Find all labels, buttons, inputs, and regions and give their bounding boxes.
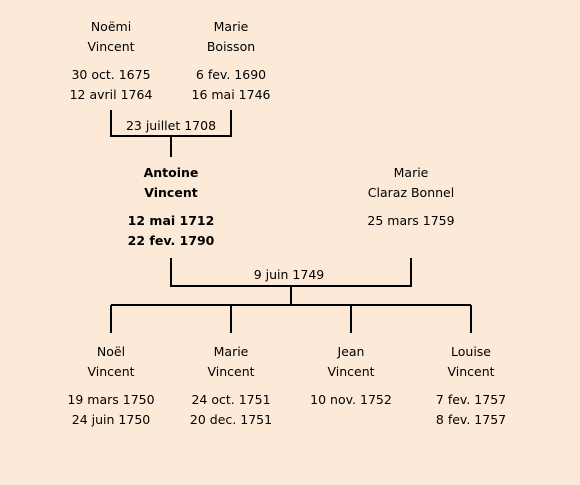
person-surname: Vincent <box>144 185 198 200</box>
person-death-date: 20 dec. 1751 <box>189 412 273 427</box>
person-birth-date: 25 mars 1759 <box>367 213 455 228</box>
person-birth-date: 24 oct. 1751 <box>191 392 271 407</box>
person-death-date: 16 mai 1746 <box>191 87 271 102</box>
person-given-name: Marie <box>393 165 429 180</box>
person-birth-date: 30 oct. 1675 <box>71 67 151 82</box>
person-given-name: Marie <box>213 344 249 359</box>
person-death-date: 22 fev. 1790 <box>127 233 215 248</box>
person-surname: Vincent <box>447 364 495 379</box>
person-death-date: 12 avril 1764 <box>69 87 153 102</box>
person-card-child: Louise Vincent 7 fev. 1757 8 fev. 1757 <box>401 342 541 430</box>
person-birth-date: 6 fev. 1690 <box>195 67 267 82</box>
person-given-name: Jean <box>337 344 365 359</box>
marriage-date: 9 juin 1749 <box>253 267 325 282</box>
person-surname: Vincent <box>207 364 255 379</box>
person-given-name: Antoine <box>143 165 199 180</box>
person-surname: Boisson <box>206 39 256 54</box>
person-given-name: Louise <box>451 344 491 359</box>
person-surname: Vincent <box>87 39 135 54</box>
person-surname: Claraz Bonnel <box>367 185 455 200</box>
person-card-parent: Antoine Vincent 12 mai 1712 22 fev. 1790 <box>101 163 241 251</box>
person-given-name: Marie <box>213 19 249 34</box>
person-card-grandparent: Noëmi Vincent 30 oct. 1675 12 avril 1764 <box>41 17 181 105</box>
person-birth-date: 19 mars 1750 <box>67 392 155 407</box>
person-card-parent: Marie Claraz Bonnel 25 mars 1759 <box>341 163 481 231</box>
person-given-name: Noël <box>96 344 126 359</box>
person-surname: Vincent <box>87 364 135 379</box>
person-birth-date: 10 nov. 1752 <box>310 392 392 407</box>
person-surname: Vincent <box>327 364 375 379</box>
person-card-child: Jean Vincent 10 nov. 1752 <box>281 342 421 410</box>
person-given-name: Noëmi <box>90 19 132 34</box>
person-card-child: Marie Vincent 24 oct. 1751 20 dec. 1751 <box>161 342 301 430</box>
person-birth-date: 7 fev. 1757 <box>435 392 507 407</box>
marriage-date: 23 juillet 1708 <box>125 118 217 133</box>
person-card-grandparent: Marie Boisson 6 fev. 1690 16 mai 1746 <box>161 17 301 105</box>
person-death-date: 8 fev. 1757 <box>435 412 507 427</box>
person-card-child: Noël Vincent 19 mars 1750 24 juin 1750 <box>41 342 181 430</box>
person-death-date: 24 juin 1750 <box>71 412 151 427</box>
person-birth-date: 12 mai 1712 <box>127 213 215 228</box>
